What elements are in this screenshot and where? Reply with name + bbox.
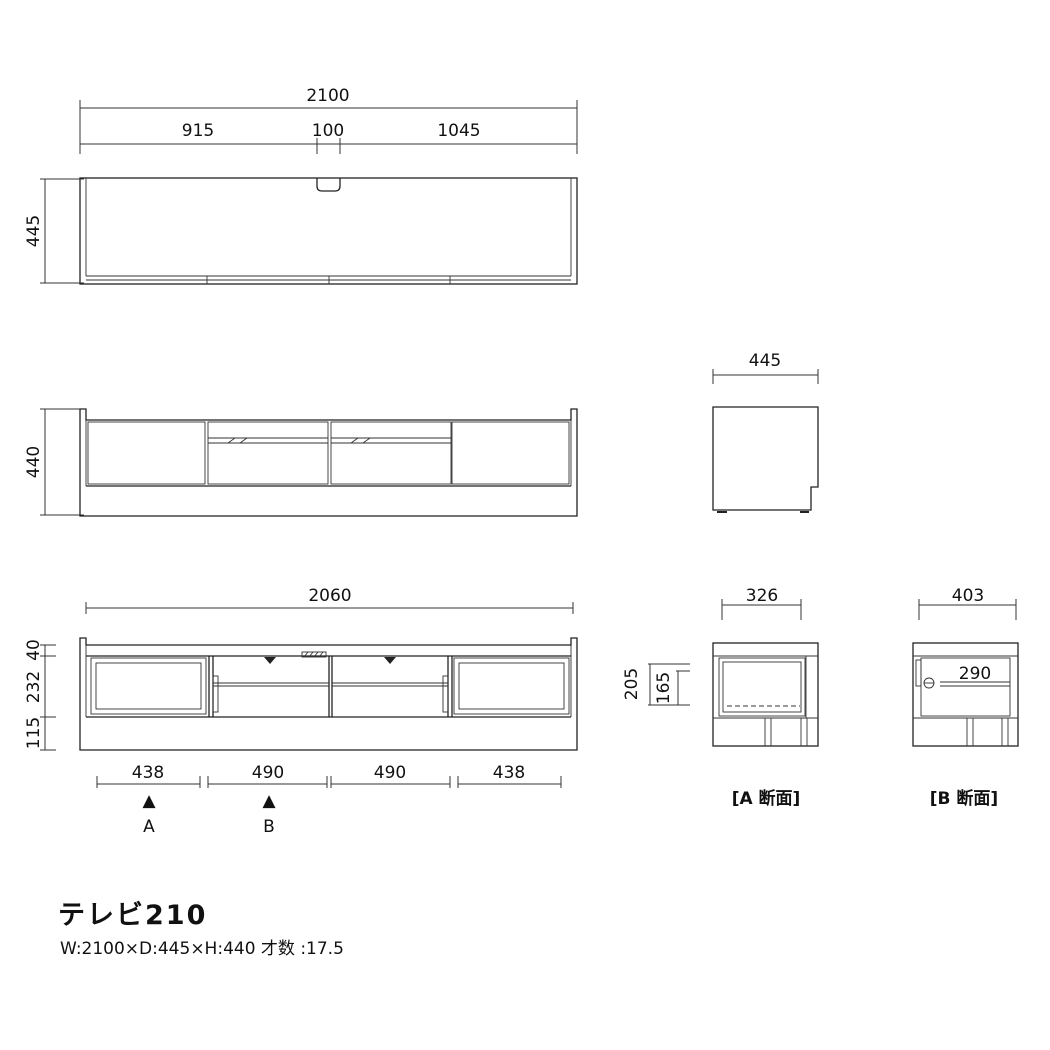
dim-overall-width: 2100	[306, 86, 349, 106]
front-view: 440	[24, 408, 578, 517]
dim-cable-hole: 100	[312, 121, 344, 141]
dim-right-segment: 1045	[437, 121, 480, 141]
product-spec: W:2100×D:445×H:440 才数 :17.5	[60, 939, 344, 959]
dim-plinth: 115	[24, 717, 44, 749]
dim-a-inner-height: 165	[654, 672, 674, 704]
section-b: 403 290 [B 断面]	[912, 586, 1019, 809]
dim-side-depth: 445	[749, 351, 781, 371]
product-title: テレビ210	[58, 900, 208, 931]
marker-a-label: A	[143, 817, 155, 837]
dim-opening: 232	[24, 671, 44, 703]
section-b-caption: [B 断面]	[930, 788, 998, 809]
dim-compartment-3: 490	[374, 763, 406, 783]
marker-b-label: B	[263, 817, 275, 837]
side-view: 445	[712, 351, 819, 513]
dim-b-drawer-width: 290	[959, 664, 991, 684]
dim-top-board: 40	[24, 639, 44, 661]
inner-view: 2060 40 232 115	[24, 586, 578, 837]
marker-b-icon: ▲	[262, 791, 276, 811]
marker-a-icon: ▲	[142, 791, 156, 811]
dim-b-width: 403	[952, 586, 984, 606]
section-a-caption: [A 断面]	[732, 788, 801, 809]
dim-a-outer-height: 205	[622, 668, 642, 700]
dim-compartment-2: 490	[252, 763, 284, 783]
dim-inner-width: 2060	[308, 586, 351, 606]
dim-a-width: 326	[746, 586, 778, 606]
dim-depth: 445	[24, 215, 44, 247]
dim-height: 440	[24, 446, 44, 478]
dim-compartment-1: 438	[132, 763, 164, 783]
dim-compartment-4: 438	[493, 763, 525, 783]
section-a: 326 205 165 [A 断面]	[622, 586, 819, 809]
dim-left-segment: 915	[182, 121, 214, 141]
top-view: 2100 915 100 1045 445	[24, 86, 578, 285]
